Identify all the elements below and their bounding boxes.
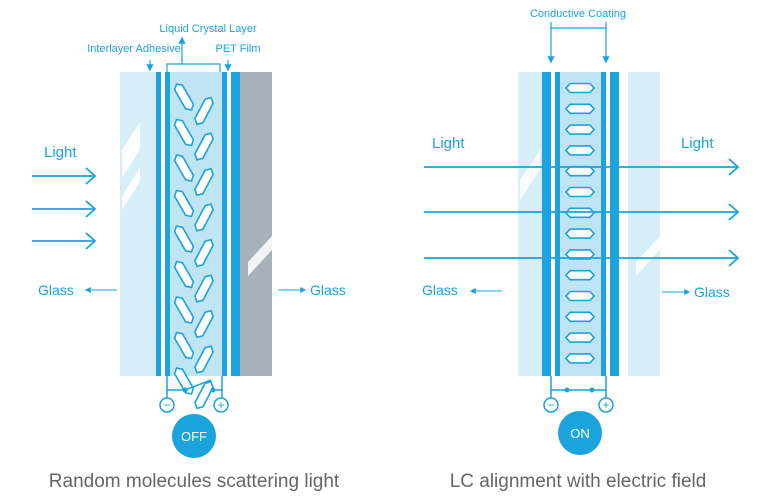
lc-molecules-random xyxy=(173,83,214,410)
conductive-film-left xyxy=(156,72,161,376)
adhesive-layer-left xyxy=(555,72,560,376)
lc-molecule xyxy=(564,311,596,323)
right-outer-glass-dark xyxy=(240,72,272,376)
caption-on: LC alignment with electric field xyxy=(450,471,707,492)
off-state-panel: Liquid Crystal Layer Interlayer Adhesive… xyxy=(32,23,346,492)
right-outer-glass xyxy=(628,72,660,376)
adhesive-layer-right xyxy=(222,72,227,376)
lc-molecule xyxy=(173,367,195,395)
lc-molecule xyxy=(564,165,596,177)
on-button-label: ON xyxy=(570,426,590,441)
lc-molecule xyxy=(564,228,596,239)
lc-molecule xyxy=(564,290,596,302)
lc-molecule xyxy=(194,380,214,410)
label-conductive-coating: Conductive Coating xyxy=(530,8,626,20)
label-interlayer-adhesive: Interlayer Adhesive xyxy=(87,43,181,55)
lc-molecule xyxy=(564,124,596,135)
transmitted-light-arrows xyxy=(424,158,740,267)
incoming-light-arrows xyxy=(32,167,97,250)
circuit-closed xyxy=(550,376,607,398)
lc-molecule xyxy=(564,269,596,281)
switch-contact xyxy=(564,387,570,393)
glare-streak xyxy=(636,236,660,276)
lc-molecule xyxy=(173,260,195,289)
pet-film-left xyxy=(551,72,555,376)
label-glass-left: Glass xyxy=(38,282,74,298)
lc-molecule xyxy=(564,186,596,198)
switch-contact xyxy=(589,387,595,393)
pet-film-right xyxy=(227,72,231,376)
off-button-label: OFF xyxy=(181,429,207,444)
lc-molecule xyxy=(173,225,195,253)
lc-molecule xyxy=(194,132,214,161)
lc-molecule xyxy=(564,145,596,156)
lc-molecule xyxy=(173,189,195,218)
lc-molecule xyxy=(564,353,596,364)
switch-contact xyxy=(210,387,216,393)
lc-molecule xyxy=(173,83,195,111)
lc-molecule xyxy=(194,274,214,303)
off-button[interactable]: OFF xyxy=(172,414,216,458)
adhesive-layer-right xyxy=(601,72,606,376)
lc-molecule xyxy=(194,96,214,126)
pet-film-left xyxy=(161,72,165,376)
pet-film-right xyxy=(606,72,610,376)
plus-symbol: + xyxy=(602,398,609,412)
lc-molecule xyxy=(173,296,195,324)
plus-terminal xyxy=(598,397,614,413)
on-state-panel: Conductive Coating Light Light Glass Gla… xyxy=(422,8,740,492)
minus-terminal xyxy=(543,397,559,413)
lc-molecule xyxy=(564,82,596,94)
lc-molecule xyxy=(173,118,195,147)
plus-symbol: + xyxy=(217,398,224,412)
label-pet-film: PET Film xyxy=(215,43,260,55)
label-glass-right: Glass xyxy=(694,284,730,300)
glare-streak xyxy=(122,168,140,210)
caption-off: Random molecules scattering light xyxy=(49,471,340,492)
lc-molecule xyxy=(194,203,214,232)
minus-symbol: − xyxy=(163,398,170,412)
left-outer-glass xyxy=(120,72,156,376)
switch-contact xyxy=(182,387,188,393)
lc-molecule xyxy=(173,331,195,360)
label-light: Light xyxy=(44,144,77,161)
label-glass-right: Glass xyxy=(310,282,346,298)
liquid-crystal-layer xyxy=(560,72,601,376)
lc-molecule xyxy=(173,154,195,182)
conductive-film-right xyxy=(231,72,240,376)
lc-molecule xyxy=(194,309,214,339)
lc-molecule xyxy=(564,332,596,343)
label-light-left: Light xyxy=(432,135,465,152)
glass-gap xyxy=(619,72,628,376)
conductive-film-right xyxy=(610,72,619,376)
lc-molecule xyxy=(564,103,596,115)
glare-streak xyxy=(122,122,140,178)
label-glass-left: Glass xyxy=(422,282,458,298)
minus-symbol: − xyxy=(547,398,554,412)
on-button[interactable]: ON xyxy=(558,411,602,455)
adhesive-layer-left xyxy=(165,72,170,376)
label-liquid-crystal-layer: Liquid Crystal Layer xyxy=(159,23,257,35)
label-light-right: Light xyxy=(681,135,714,152)
lc-molecule xyxy=(194,238,214,268)
conductive-film-left xyxy=(542,72,551,376)
minus-terminal xyxy=(159,397,175,413)
glare-streak xyxy=(520,150,540,200)
lc-bracket xyxy=(166,63,221,72)
plus-terminal xyxy=(213,397,229,413)
coating-bracket xyxy=(547,22,610,64)
glare-streak xyxy=(248,236,272,276)
lc-molecules-aligned xyxy=(564,82,596,364)
lc-molecule xyxy=(194,167,214,197)
lc-molecule xyxy=(194,345,214,374)
left-outer-glass xyxy=(518,72,542,376)
